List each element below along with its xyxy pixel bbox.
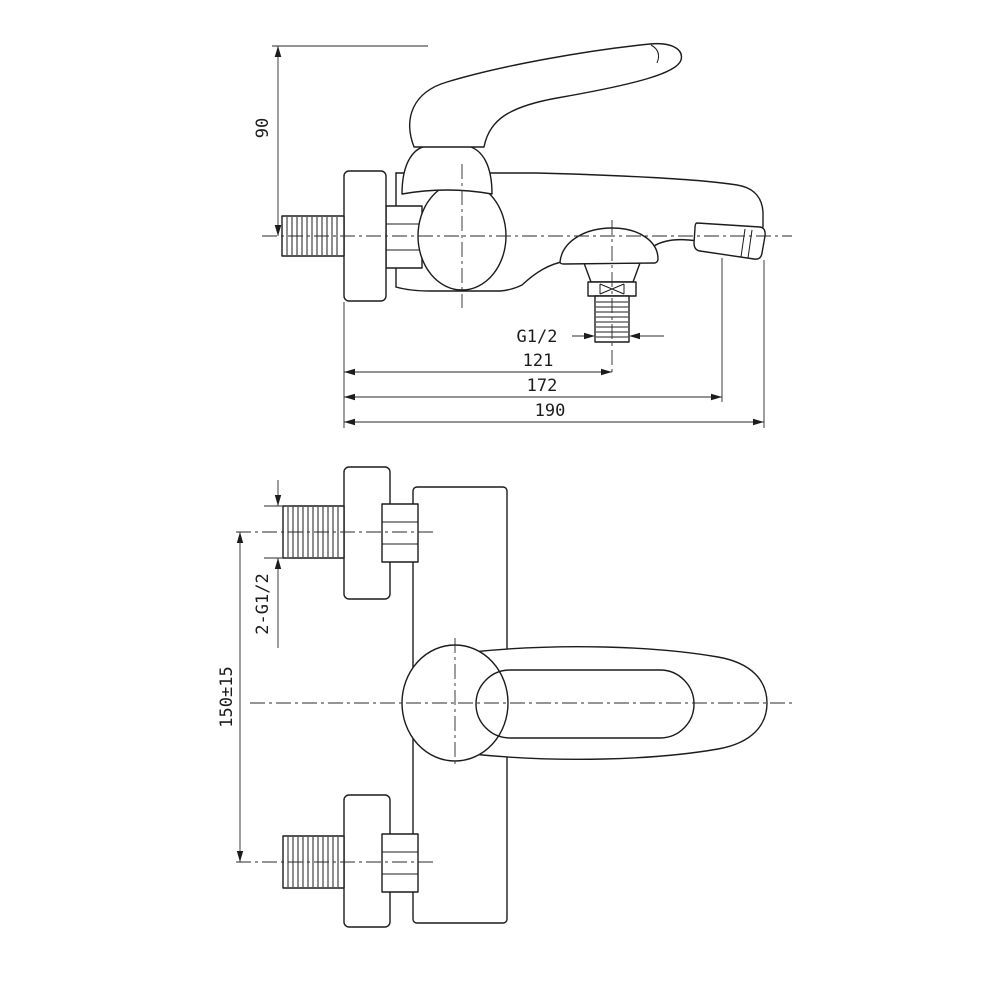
dimension-shower-thread: G1/2 bbox=[517, 327, 664, 347]
handle-cap bbox=[401, 145, 493, 195]
upper-wall-connection bbox=[282, 466, 419, 600]
nut-facets bbox=[382, 521, 418, 545]
arrowhead bbox=[236, 851, 244, 862]
nut-facets bbox=[386, 223, 422, 251]
dimension-inlet-thread: 2-G1/2 bbox=[253, 480, 292, 648]
spout-nozzle bbox=[693, 222, 766, 260]
dim-label-190: 190 bbox=[535, 401, 566, 421]
arrowhead bbox=[236, 532, 244, 543]
diverter-dome bbox=[559, 227, 659, 265]
spout-underside bbox=[653, 238, 698, 247]
arrowhead bbox=[584, 332, 595, 340]
arrowhead bbox=[274, 495, 282, 506]
body-bottom-edge bbox=[395, 260, 567, 292]
connection-nut bbox=[385, 205, 423, 269]
arrowhead bbox=[274, 225, 282, 236]
dimension-190: 190 bbox=[344, 260, 765, 428]
lever-tip-detail bbox=[650, 44, 659, 64]
arrowhead bbox=[344, 393, 355, 401]
dim-label-2g12: 2-G1/2 bbox=[253, 573, 273, 634]
dim-label-90: 90 bbox=[253, 118, 273, 138]
plan-view: 150±15 2-G1/2 bbox=[217, 466, 792, 928]
dim-label-121: 121 bbox=[523, 351, 554, 371]
nut-facets bbox=[382, 851, 418, 875]
connection-nut-lower bbox=[381, 833, 419, 893]
lower-wall-connection bbox=[282, 794, 419, 928]
dimension-121: 121 bbox=[343, 302, 612, 428]
arrowhead bbox=[344, 368, 355, 376]
arrowhead bbox=[711, 393, 722, 401]
shower-outlet bbox=[559, 227, 659, 343]
connection-nut-upper bbox=[381, 503, 419, 563]
dimension-172: 172 bbox=[344, 258, 723, 402]
handle-lever bbox=[409, 42, 683, 148]
dim-label-172: 172 bbox=[527, 376, 558, 396]
dimension-height-90: 90 bbox=[253, 45, 428, 236]
arrowhead bbox=[344, 418, 355, 426]
side-view: 90 G1/2 121 172 190 bbox=[253, 42, 792, 428]
lever-inner-outline bbox=[475, 669, 695, 739]
plan-view-centerlines bbox=[236, 531, 792, 863]
lever-handle bbox=[401, 42, 683, 195]
hex-mark bbox=[599, 283, 625, 295]
arrowhead bbox=[629, 332, 640, 340]
dim-label-150: 150±15 bbox=[217, 666, 237, 727]
wall-connection bbox=[281, 170, 423, 302]
body-top-edge bbox=[395, 172, 764, 228]
nozzle-outline bbox=[693, 222, 766, 260]
arrowhead bbox=[274, 558, 282, 569]
dimension-inlet-span: 150±15 bbox=[217, 532, 244, 862]
aerator-lines bbox=[740, 228, 753, 259]
arrowhead bbox=[274, 46, 282, 57]
dim-label-g12: G1/2 bbox=[517, 327, 558, 347]
side-view-centerlines bbox=[262, 164, 792, 374]
arrowhead bbox=[753, 418, 764, 426]
arrowhead bbox=[601, 368, 612, 376]
